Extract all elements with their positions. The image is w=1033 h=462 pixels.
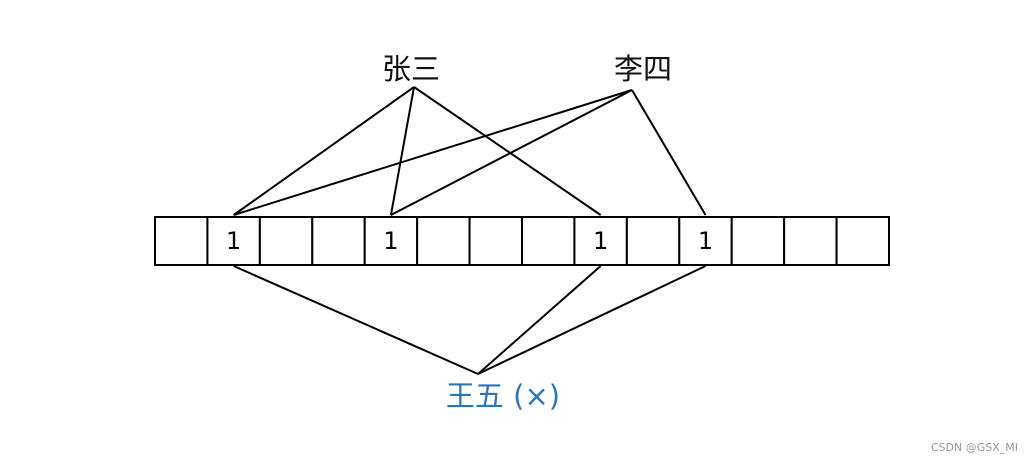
hash-line-element-1-1 — [390, 89, 633, 216]
bit-cell-3 — [311, 216, 366, 266]
hash-line-element-1-2 — [631, 89, 707, 216]
bit-cell-12 — [783, 216, 838, 266]
hash-lines — [233, 86, 707, 375]
bit-value-1: 1 — [226, 227, 241, 255]
watermark: CSDN @GSX_MI — [930, 441, 1018, 454]
hash-line-query-1 — [477, 265, 602, 375]
bit-value-4: 1 — [383, 227, 398, 255]
bit-cell-2 — [258, 216, 314, 266]
hash-line-element-0-2 — [413, 86, 602, 216]
bit-cell-0 — [154, 216, 209, 266]
bit-cell-11 — [730, 216, 786, 266]
hash-line-query-2 — [477, 265, 706, 375]
bit-cell-10 — [678, 216, 733, 266]
bit-cell-4 — [363, 216, 419, 266]
bit-cell-5 — [416, 216, 471, 266]
bit-cell-7 — [521, 216, 576, 266]
hash-line-element-1-0 — [233, 89, 633, 216]
bit-value-10: 1 — [698, 227, 713, 255]
bit-cell-6 — [468, 216, 524, 266]
bit-cell-13 — [835, 216, 891, 266]
bit-cell-8 — [573, 216, 628, 266]
hash-line-query-0 — [233, 265, 479, 375]
element-label-1: 李四 — [614, 52, 672, 86]
query-label: 王五 (×) — [446, 379, 560, 413]
element-label-0: 张三 — [382, 52, 440, 86]
hash-line-element-0-0 — [233, 86, 415, 216]
bit-array: 1 1 1 1 — [154, 216, 891, 266]
bit-cell-9 — [625, 216, 681, 266]
bit-value-8: 1 — [593, 227, 608, 255]
hash-line-element-0-1 — [389, 86, 415, 216]
